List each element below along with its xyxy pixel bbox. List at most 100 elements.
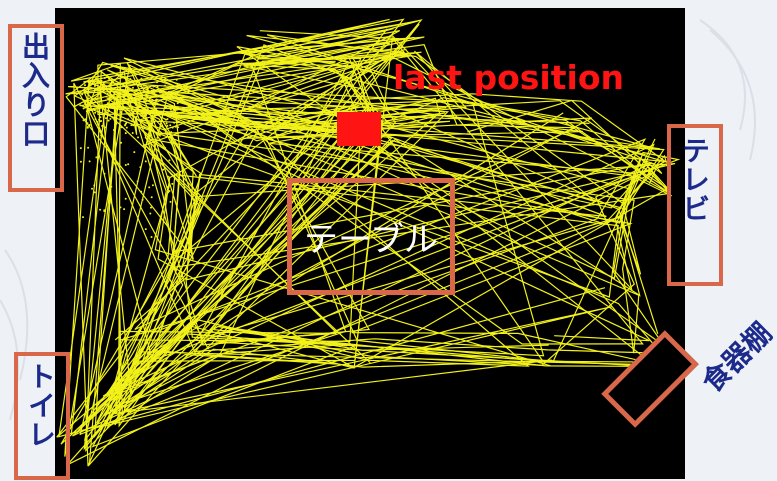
trajectory-dot	[106, 92, 109, 95]
trajectory-dot	[136, 180, 139, 183]
trajectory-dot	[164, 147, 167, 149]
trajectory-dot	[79, 147, 82, 150]
trajectory-dot	[84, 118, 87, 121]
trajectory-dot	[163, 78, 166, 81]
trajectory-dot	[86, 122, 89, 125]
trajectory-dot	[126, 81, 129, 84]
trajectory-dot	[82, 107, 85, 110]
trajectory-dot	[140, 77, 143, 80]
trajectory-dot	[140, 114, 143, 117]
trajectory-dot	[148, 186, 151, 189]
trajectory-path	[68, 86, 652, 395]
trajectory-dot	[99, 116, 102, 119]
trajectory-dot	[171, 126, 174, 129]
trajectory-dot	[102, 83, 105, 85]
trajectory-dot	[137, 136, 139, 139]
trajectory-dot	[148, 123, 151, 126]
trajectory-dot	[96, 120, 99, 123]
trajectory-dot	[79, 160, 82, 163]
trajectory-dot	[165, 122, 168, 125]
trajectory-dot	[129, 114, 131, 117]
trajectory-dot	[155, 99, 157, 101]
trajectory-dot	[153, 114, 156, 117]
trajectory-dot	[84, 84, 86, 87]
trajectory-dot	[94, 98, 97, 100]
trajectory-dot	[127, 102, 130, 105]
trajectory-dot	[153, 102, 156, 104]
movement-trajectory	[56, 18, 681, 467]
trajectory-dot	[172, 108, 175, 111]
trajectory-dot	[86, 87, 89, 90]
trajectory-dot	[128, 105, 131, 107]
trajectory-dot	[119, 206, 122, 209]
trajectory-dot	[124, 124, 126, 127]
trajectory-dot	[82, 119, 85, 122]
trajectory-dot	[132, 110, 135, 113]
trajectory-dot	[140, 120, 143, 122]
tv-frame	[667, 124, 723, 286]
trajectory-dot	[82, 216, 84, 219]
trajectory-dot	[99, 208, 102, 211]
trajectory-dot	[106, 102, 109, 105]
trajectory-dot	[128, 98, 131, 100]
trajectory-dot	[156, 81, 158, 84]
trajectory-dot	[107, 79, 110, 82]
trajectory-dot	[152, 85, 155, 88]
trajectory-dot	[90, 109, 93, 112]
trajectory-dot	[171, 182, 174, 185]
trajectory-dot	[163, 127, 166, 130]
trajectory-dot	[140, 190, 143, 193]
trajectory-dot	[136, 124, 139, 127]
trajectory-dot	[164, 84, 167, 87]
trajectory-dot	[109, 103, 112, 106]
trajectory-dot	[120, 111, 123, 114]
trajectory-dot	[81, 116, 84, 119]
trajectory-dot	[175, 78, 178, 81]
trajectory-dot	[130, 89, 133, 92]
trajectory-dot	[103, 77, 106, 79]
trajectory-dot	[150, 236, 153, 238]
trajectory-dot	[108, 77, 110, 80]
trajectory-dot	[164, 118, 167, 121]
trajectory-dot	[133, 151, 136, 154]
trajectory-dot	[91, 101, 93, 104]
trajectory-dot	[137, 105, 139, 108]
trajectory-dot	[169, 124, 172, 127]
trajectory-dot	[104, 126, 107, 129]
trajectory-dot	[129, 78, 132, 80]
trajectory-dot	[156, 85, 159, 88]
trajectory-dot	[139, 166, 142, 169]
trajectory-dot	[145, 110, 148, 113]
trajectory-dot	[117, 91, 120, 94]
trajectory-dot	[133, 91, 136, 94]
trajectory-dot	[85, 100, 88, 103]
trajectory-dot	[169, 93, 172, 96]
trajectory-dot	[132, 86, 134, 89]
trajectory-dot	[103, 210, 106, 213]
trajectory-dot	[124, 197, 127, 200]
trajectory-dot	[125, 122, 128, 125]
trajectory-dot	[94, 111, 97, 114]
trajectory-dot	[176, 121, 179, 124]
trajectory-dot	[149, 134, 152, 137]
trajectory-dot	[103, 105, 106, 108]
trajectory-dot	[88, 160, 91, 163]
trajectory-dot	[93, 191, 96, 194]
trajectory-dot	[87, 107, 90, 110]
trajectory-dot	[150, 89, 153, 92]
trajectory-dot	[109, 117, 112, 120]
trajectory-dot	[141, 87, 144, 90]
trajectory-dot	[145, 114, 148, 116]
toilet-label: トイレ	[24, 362, 57, 449]
trajectory-dot	[145, 99, 148, 102]
trajectory-dot	[91, 187, 93, 190]
trajectory-dot	[144, 228, 147, 231]
trajectory-dot	[153, 121, 156, 124]
trajectory-dot	[143, 123, 146, 126]
trajectory-dot	[156, 94, 159, 97]
trajectory-dot	[123, 208, 126, 211]
trajectory-dot	[110, 185, 113, 188]
trajectory-dot	[166, 118, 169, 121]
trajectory-dot	[125, 92, 128, 95]
trajectory-dot	[177, 126, 179, 129]
